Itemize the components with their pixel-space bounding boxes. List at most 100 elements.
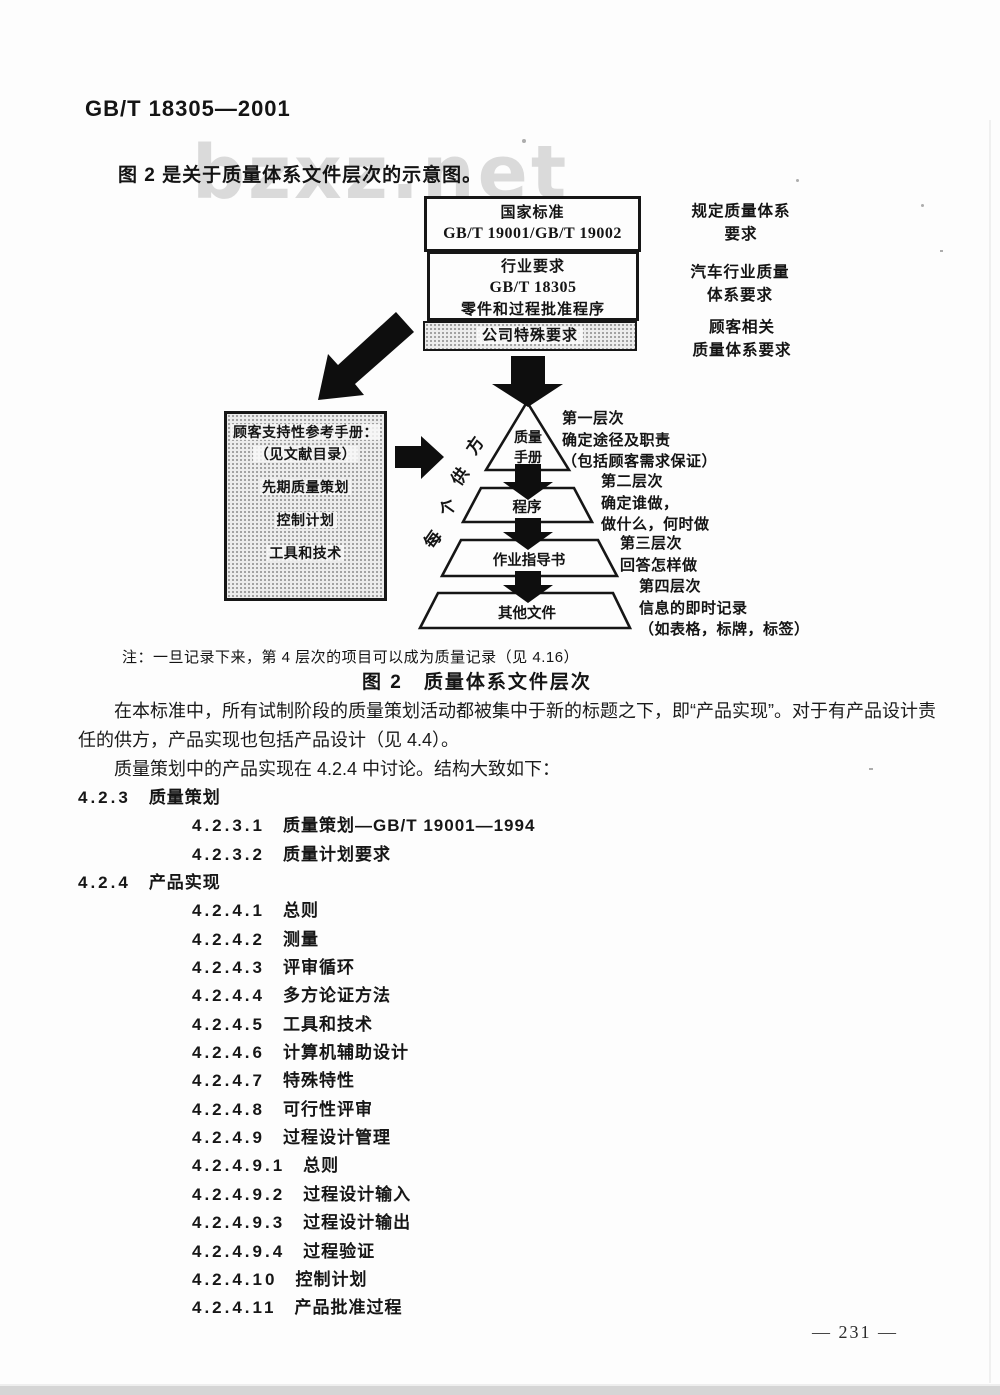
outline-title: 过程设计管理: [283, 1128, 391, 1148]
ref-box-item: 先期质量策划: [260, 479, 351, 495]
pyramid-level2-label: 程序: [512, 500, 542, 516]
box-line: GB/T 19001/GB/T 19002: [443, 225, 622, 242]
outline-title: 控制计划: [295, 1269, 368, 1289]
body-text: 在本标准中，所有试制阶段的质量策划活动都被集中于新的标题之下，即“产品实现”。对…: [78, 697, 942, 785]
side-label-automotive: 汽车行业质量 体系要求: [690, 264, 790, 304]
box-line: GB/T 18305: [489, 279, 577, 296]
intro-sentence: 图 2 是关于质量体系文件层次的示意图。: [118, 165, 483, 186]
outline-title: 过程设计输入: [303, 1184, 412, 1204]
outline-item: 4.2.4.9.1 总则: [0, 1152, 1000, 1180]
outline-number: 4.2.4.9.2: [192, 1184, 286, 1204]
down-arrow-icon: [492, 356, 563, 407]
ref-box-item: 控制计划: [274, 512, 337, 528]
level-arrow-1-icon: [503, 464, 553, 500]
company-specific-box: 公司特殊要求: [423, 321, 637, 351]
outline-item: 4.2.4.9.2 过程设计输入: [0, 1181, 1000, 1209]
pyramid-trapezoid4-shape: [417, 591, 633, 630]
scan-speck: [869, 768, 873, 770]
outline-title: 产品批准过程: [294, 1298, 403, 1318]
standard-number: GB/T 18305—2001: [85, 96, 291, 121]
outline-title: 产品实现: [148, 873, 221, 893]
ref-box-line: 顾客支持性参考手册：: [231, 424, 380, 440]
body-paragraph-2: 质量策划中的产品实现在 4.2.4 中讨论。结构大致如下：: [114, 759, 561, 780]
scan-bottom-line: [0, 1384, 1000, 1386]
level-annotation-1: 第一层次 确定途径及职责 （包括顾客需求保证）: [562, 410, 718, 470]
box-line: 行业要求: [500, 258, 565, 275]
level-arrow-2-icon: [503, 518, 553, 550]
pyramid-level1-label: 质量 手册: [514, 429, 542, 465]
outline-item: 4.2.3.1 质量策划—GB/T 19001—1994: [0, 812, 1000, 840]
outline-title: 评审循环: [283, 958, 355, 978]
outline-number: 4.2.4.9.4: [192, 1241, 286, 1261]
diagonal-arrow-icon: [318, 312, 414, 400]
outline-item: 4.2.3.2 质量计划要求: [0, 841, 1000, 869]
outline-item: 4.2.4.6 计算机辅助设计: [0, 1039, 1000, 1067]
outline-title: 质量计划要求: [283, 844, 391, 864]
customer-reference-manual-box: 顾客支持性参考手册： （见文献目录） 先期质量策划 控制计划 工具和技术: [224, 411, 387, 601]
outline-item: 4.2.4.9.4 过程验证: [0, 1238, 1000, 1266]
outline-number: 4.2.4.9.3: [192, 1213, 286, 1233]
scan-speck: [522, 139, 526, 143]
outline-item: 4.2.4.9.3 过程设计输出: [0, 1209, 1000, 1237]
scan-edge-line: [989, 120, 991, 1383]
outline-number: 4.2.3.2: [192, 844, 265, 864]
outline-title: 总则: [283, 901, 319, 921]
outline-title: 特殊特性: [283, 1071, 355, 1091]
scan-speck: [940, 250, 943, 252]
right-arrow-icon: [395, 436, 444, 479]
outline-number: 4.2.4.3: [192, 958, 265, 978]
level-arrow-3-icon: [503, 571, 553, 603]
level-annotation-2: 第二层次 确定谁做， 做什么，何时做: [601, 473, 710, 533]
industry-requirement-box: 行业要求 GB/T 18305 零件和过程批准程序: [427, 251, 639, 321]
outline-number: 4.2.4.4: [192, 986, 265, 1006]
outline-number: 4.2.4.9: [192, 1128, 265, 1148]
figure-caption: 图 2 质量体系文件层次: [362, 672, 592, 693]
level-annotation-4: 第四层次 信息的即时记录 （如表格，标牌，标签）: [639, 578, 810, 638]
outline-list: 4.2.3 质量策划 4.2.3.1 质量策划—GB/T 19001—1994 4.…: [0, 784, 1000, 1323]
body-paragraph-1: 在本标准中，所有试制阶段的质量策划活动都被集中于新的标题之下，即“产品实现”。对…: [78, 701, 936, 751]
outline-item: 4.2.4.3 评审循环: [0, 954, 1000, 982]
outline-item: 4.2.4 产品实现: [0, 869, 1000, 897]
pyramid-level4-label: 其他文件: [498, 606, 556, 622]
outline-title: 可行性评审: [283, 1099, 373, 1119]
outline-number: 4.2.4.11: [192, 1298, 277, 1318]
box-line: 国家标准: [500, 204, 565, 221]
outline-number: 4.2.4.7: [192, 1071, 265, 1091]
outline-title: 过程验证: [303, 1241, 376, 1261]
outline-number: 4.2.3: [78, 788, 131, 807]
outline-title: 过程设计输出: [303, 1213, 412, 1233]
page-number: — 231 —: [812, 1322, 898, 1342]
outline-title: 总则: [303, 1156, 340, 1176]
ref-box-line: （见文献目录）: [252, 446, 359, 462]
outline-item: 4.2.4.11 产品批准过程: [0, 1294, 1000, 1322]
level-annotation-3: 第三层次 回答怎样做: [620, 535, 698, 574]
outline-item: 4.2.4.8 可行性评审: [0, 1096, 1000, 1124]
scan-bottom-strip: [0, 1386, 1000, 1395]
outline-title: 测量: [283, 929, 319, 949]
outline-number: 4.2.4.6: [192, 1043, 265, 1063]
outline-number: 4.2.3.1: [192, 816, 265, 836]
scan-speck: [796, 179, 799, 182]
outline-number: 4.2.4.9.1: [192, 1156, 286, 1176]
outline-number: 4.2.4.8: [192, 1099, 265, 1119]
scan-speck: [921, 204, 924, 207]
outline-number: 4.2.4.5: [192, 1014, 265, 1034]
outline-title: 计算机辅助设计: [283, 1043, 409, 1063]
outline-title: 质量策划: [148, 788, 221, 807]
outline-title: 质量策划—GB/T 19001—1994: [283, 816, 536, 836]
figure-note: 注：一旦记录下来，第 4 层次的项目可以成为质量记录（见 4.16）: [122, 649, 580, 666]
side-label-regulation: 规定质量体系 要求: [691, 203, 791, 243]
ref-box-item: 工具和技术: [267, 545, 344, 561]
outline-item: 4.2.4.9 过程设计管理: [0, 1124, 1000, 1152]
outline-number: 4.2.4: [78, 873, 131, 893]
outline-item: 4.2.3 质量策划: [0, 784, 1000, 812]
outline-number: 4.2.4.1: [192, 901, 265, 921]
pyramid-level3-label: 作业指导书: [492, 553, 566, 569]
side-label-customer: 顾客相关 质量体系要求: [692, 319, 792, 359]
pyramid-trapezoid3-shape: [439, 538, 620, 578]
box-line: 零件和过程批准程序: [460, 301, 605, 318]
